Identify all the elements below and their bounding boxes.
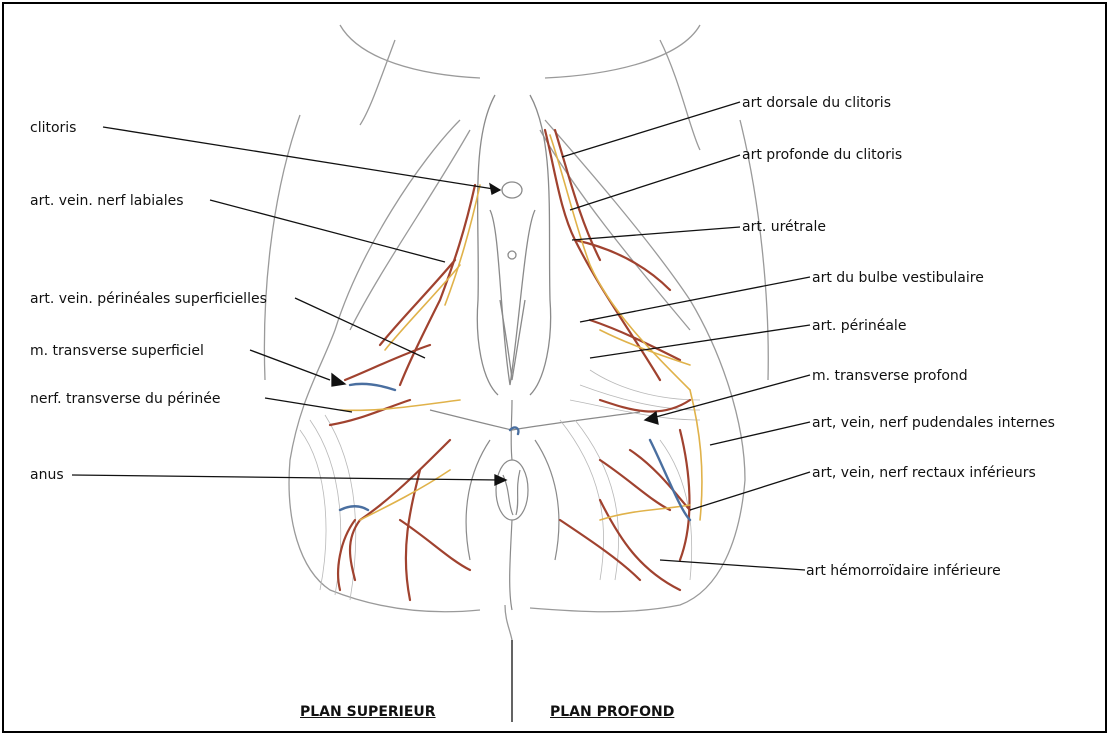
label-art-du-bulbe-vestibulaire: art du bulbe vestibulaire [812, 270, 984, 286]
label-m-transverse-profond: m. transverse profond [812, 368, 968, 384]
label-art-dorsale-du-clitoris: art dorsale du clitoris [742, 95, 891, 111]
plane-title-superieur: PLAN SUPERIEUR [300, 704, 436, 720]
label-art-vein-perineales-superficielles: art. vein. périnéales superficielles [30, 291, 267, 307]
label-art-profonde-du-clitoris: art profonde du clitoris [742, 147, 902, 163]
plane-title-profond: PLAN PROFOND [550, 704, 674, 720]
label-clitoris: clitoris [30, 120, 76, 136]
anus-region [430, 400, 640, 610]
label-art-uretrale: art. urétrale [742, 219, 826, 235]
label-anus: anus [30, 467, 64, 483]
label-nerf-transverse-du-perinee: nerf. transverse du périnée [30, 391, 221, 407]
label-art-perineale: art. périnéale [812, 318, 906, 334]
label-art-vein-nerf-pudendales-internes: art, vein, nerf pudendales internes [812, 415, 1055, 431]
label-art-vein-nerf-labiales: art. vein. nerf labiales [30, 193, 184, 209]
vestibule [477, 95, 550, 395]
label-art-hemorroidaire-inferieure: art hémorroïdaire inférieure [806, 563, 1001, 579]
label-art-vein-nerf-rectaux-inferieurs: art, vein, nerf rectaux inférieurs [812, 465, 1036, 481]
label-m-transverse-superficiel: m. transverse superficiel [30, 343, 204, 359]
